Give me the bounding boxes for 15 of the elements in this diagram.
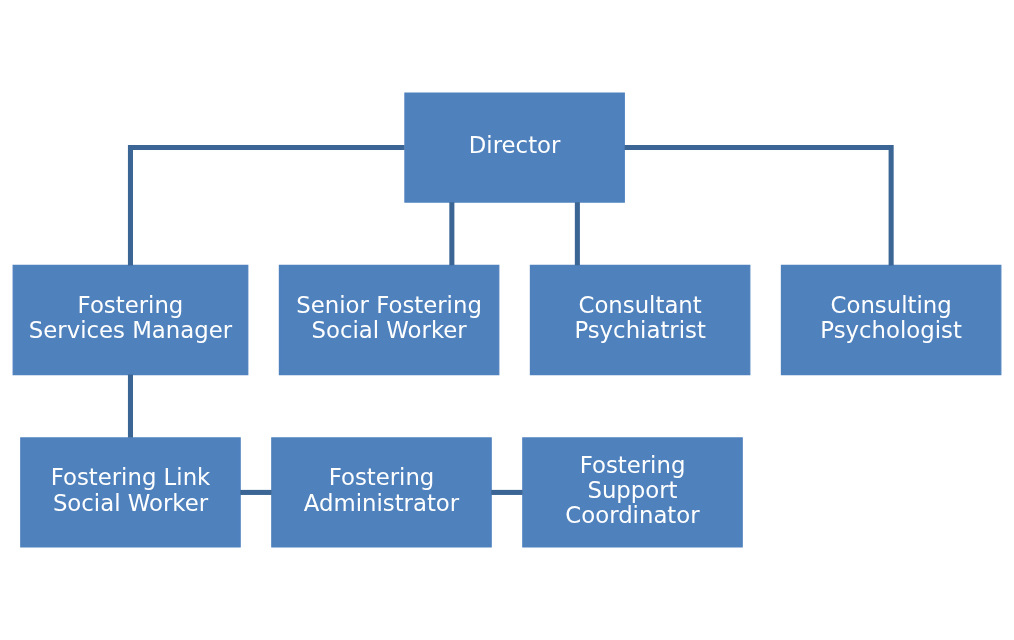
- connector: [574, 202, 580, 266]
- node-box: Fostering Link Social Worker: [20, 437, 241, 548]
- connector: [449, 202, 455, 266]
- connector: [127, 374, 133, 438]
- node-box: Director: [404, 92, 625, 203]
- node-box: Consultant Psychiatrist: [529, 264, 751, 376]
- connector: [624, 145, 894, 266]
- connector: [491, 489, 523, 495]
- node-box: Fostering Administrator: [271, 437, 492, 548]
- node-box: Senior Fostering Social Worker: [278, 264, 500, 376]
- node-box: Fostering Support Coordinator: [522, 437, 743, 548]
- node-box: Fostering Services Manager: [12, 264, 249, 376]
- connector: [127, 145, 405, 266]
- connector: [240, 489, 272, 495]
- node-box: Consulting Psychologist: [780, 264, 1002, 376]
